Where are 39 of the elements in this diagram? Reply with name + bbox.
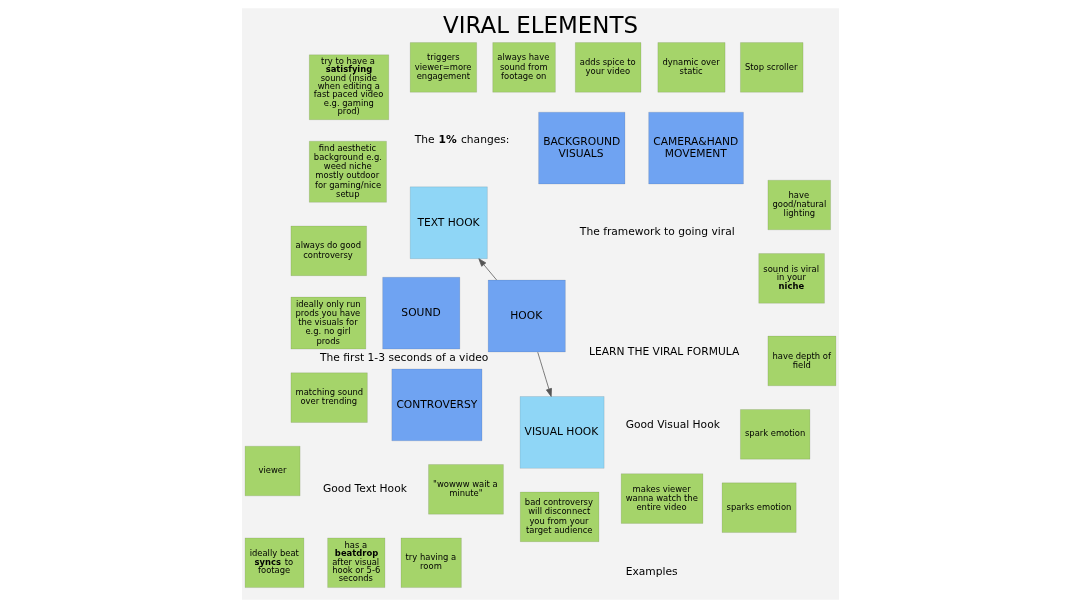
- diagram-title: VIRAL ELEMENTS: [442, 11, 638, 38]
- label: LEARN THE VIRAL FORMULA: [588, 344, 739, 358]
- node-box: sound is viral in your niche: [757, 253, 825, 304]
- node-box: HOOK: [487, 279, 566, 353]
- node-box: dynamic over static: [656, 42, 725, 93]
- label: Good Text Hook: [322, 482, 407, 496]
- label: The 1% changes:: [414, 132, 509, 146]
- node-box: ideally beat syncs to footage: [244, 537, 304, 588]
- node-box: BACKGROUND VISUALS: [537, 111, 625, 185]
- node-box: triggers viewer=more engagement: [409, 42, 477, 93]
- node-box: CAMERA&HAND MOVEMENT: [647, 111, 744, 185]
- node-box: CONTROVERSY: [390, 368, 482, 442]
- node-box: adds spice to your video: [574, 42, 641, 93]
- arrow: [477, 258, 497, 281]
- label: Examples: [625, 564, 678, 578]
- node-box: viewer: [244, 445, 300, 497]
- node-box: bad controversy will disconnect you from your target audience: [519, 491, 599, 543]
- node-label: The first 1-3 seconds of a video: [319, 350, 488, 364]
- node-box: always have sound from footage on: [491, 42, 556, 93]
- node-box: try to have a satisfying sound (inside when editing a fast paced video e.g. gaming prod): [308, 54, 389, 121]
- node-box: have good/natural lighting: [767, 179, 831, 231]
- node-box: Stop scroller: [739, 42, 803, 93]
- node-box: SOUND: [381, 276, 460, 350]
- node-box: sparks emotion: [721, 482, 797, 533]
- label: Good Visual Hook: [625, 417, 720, 431]
- node-box: "wowww wait a minute": [427, 464, 504, 515]
- node-box: have depth of field: [767, 335, 836, 387]
- node-box: try having a room: [400, 537, 462, 588]
- node-box: find aesthetic background e.g. weed niche mostly outdoor for gaming/nice setup: [308, 140, 387, 203]
- node-box: makes viewer wanna watch the entire video: [620, 473, 703, 524]
- node-box: TEXT HOOK: [409, 186, 488, 260]
- node-box: ideally only run prods you have the visuals for e.g. no girl prods: [290, 296, 366, 350]
- label: The framework to going viral: [579, 225, 735, 239]
- node-box: spark emotion: [739, 409, 810, 460]
- node-box: VISUAL HOOK: [519, 396, 604, 469]
- node-box: has a beatdrop after visual hook or 5-6 seconds: [326, 537, 385, 588]
- node-box: always do good controversy: [290, 225, 367, 277]
- arrow: [536, 351, 552, 397]
- node-box: matching sound over trending: [290, 372, 368, 423]
